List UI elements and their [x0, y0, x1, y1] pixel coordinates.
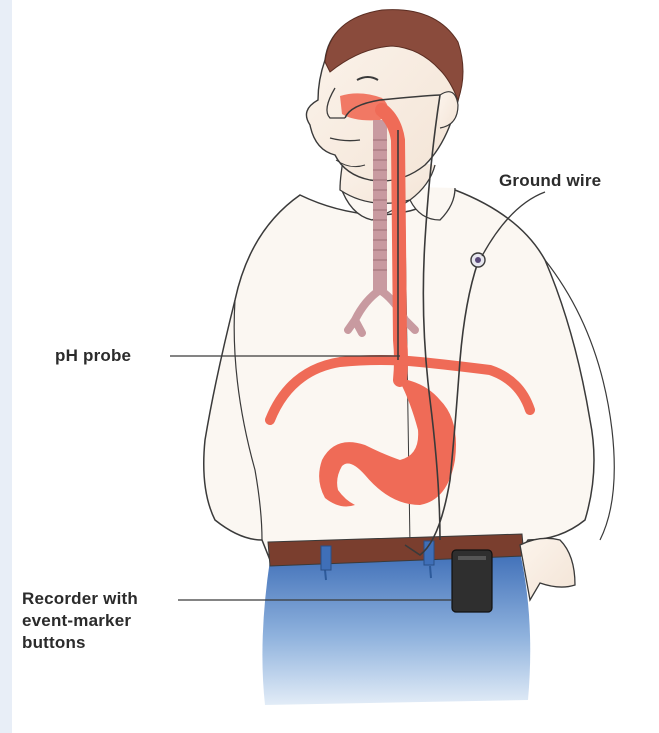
- ph-probe-label: pH probe: [55, 345, 131, 367]
- recorder-label: Recorder with event-marker buttons: [22, 588, 138, 654]
- hand: [520, 538, 575, 600]
- recorder-device-icon: [452, 550, 492, 612]
- ground-wire-label: Ground wire: [499, 170, 601, 192]
